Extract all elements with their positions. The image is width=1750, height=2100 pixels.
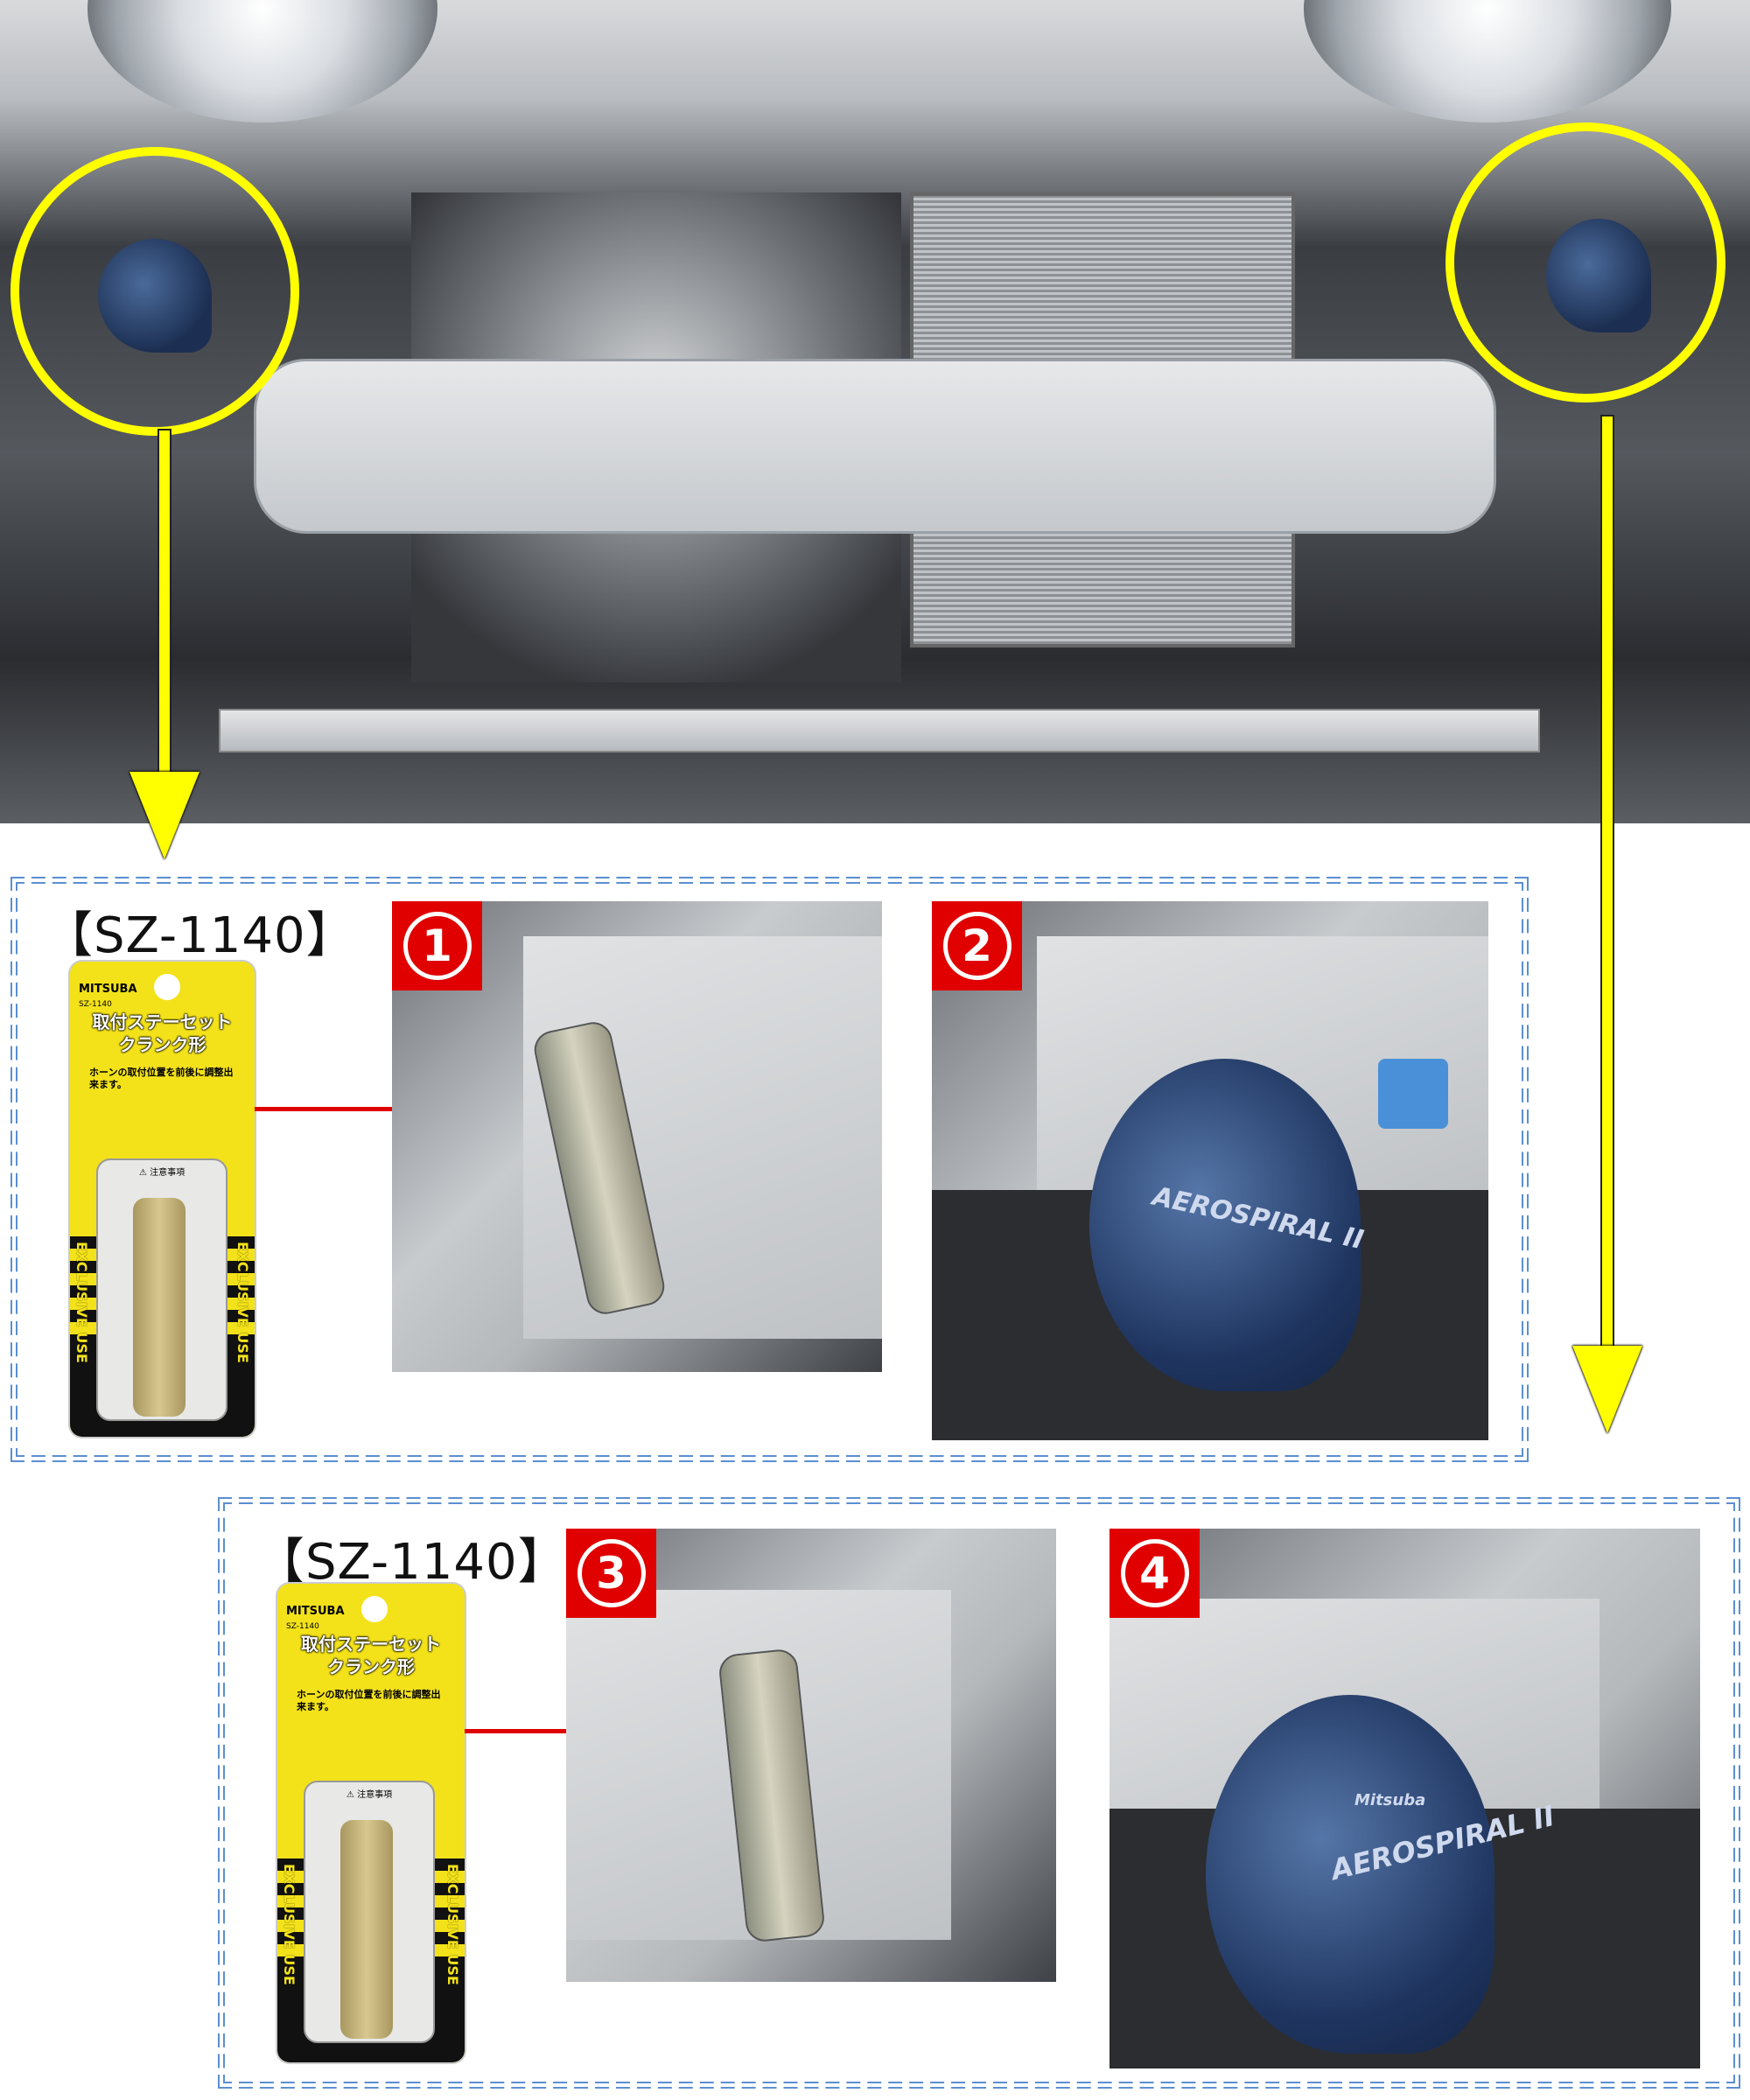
- stay-bracket: [340, 1820, 393, 2039]
- package-code: SZ-1140: [79, 1000, 112, 1009]
- part-code-label: 【SZ-1140】: [256, 1534, 568, 1591]
- step-badge-4: 4: [1110, 1529, 1200, 1618]
- package-code: SZ-1140: [286, 1622, 319, 1631]
- package-side-text: EXCLUSIVE USE: [74, 1242, 90, 1363]
- product-package: MITSUBA SZ-1140 取付ステーセット クランク形 ホーンの取付位置を…: [70, 962, 255, 1437]
- package-brand: MITSUBA: [79, 983, 137, 996]
- package-description: ホーンの取付位置を前後に調整出来ます。: [297, 1689, 441, 1712]
- stay-bracket: [133, 1198, 186, 1417]
- step-badge-2: 2: [932, 901, 1022, 990]
- yellow-arrow-right-shaft: [1600, 415, 1614, 1351]
- product-package: MITSUBA SZ-1140 取付ステーセット クランク形 ホーンの取付位置を…: [277, 1584, 465, 2062]
- package-description: ホーンの取付位置を前後に調整出来ます。: [89, 1067, 234, 1090]
- horn: AEROSPIRAL II: [1089, 1059, 1366, 1391]
- package-caution: ⚠ 注意事項: [346, 1790, 393, 1800]
- right-headlight: [1304, 0, 1671, 122]
- horn: Mitsuba AEROSPIRAL II: [1206, 1695, 1558, 2054]
- package-subtitle: クランク形: [327, 1656, 415, 1677]
- step-badge-3: 3: [566, 1529, 656, 1618]
- yellow-arrow-left-head: [130, 772, 200, 859]
- lower-bar: [219, 709, 1540, 752]
- step-badge-1: 1: [392, 901, 482, 990]
- left-horn-highlight-circle: [10, 147, 299, 436]
- yellow-arrow-left-shaft: [158, 429, 172, 779]
- front-crossmember: [254, 359, 1496, 534]
- left-horn-steps-box: [10, 877, 1529, 1462]
- left-headlight: [88, 0, 438, 122]
- horn-maker: Mitsuba: [1354, 1791, 1426, 1810]
- yellow-arrow-right-head: [1572, 1346, 1642, 1433]
- package-side-text: EXCLUSIVE USE: [444, 1864, 461, 1985]
- part-code-label: 【SZ-1140】: [44, 907, 356, 964]
- left-horn: [98, 239, 212, 353]
- package-subtitle: クランク形: [118, 1034, 206, 1055]
- package-side-text: EXCLUSIVE USE: [234, 1242, 251, 1363]
- package-caution: ⚠ 注意事項: [138, 1168, 186, 1178]
- connector: [1378, 1059, 1448, 1129]
- step-2-photo: AEROSPIRAL II: [932, 901, 1488, 1440]
- right-horn-highlight-circle: [1446, 122, 1726, 402]
- horn-logo: AEROSPIRAL II: [1150, 1180, 1367, 1256]
- step-4-photo: Mitsuba AEROSPIRAL II: [1110, 1529, 1700, 2068]
- package-title: 取付ステーセット: [92, 1012, 233, 1032]
- package-side-text: EXCLUSIVE USE: [281, 1864, 298, 1985]
- car-front-photo: [0, 0, 1750, 823]
- right-horn-steps-box: [218, 1497, 1740, 2089]
- right-horn: [1546, 219, 1651, 332]
- package-brand: MITSUBA: [286, 1605, 345, 1618]
- package-title: 取付ステーセット: [301, 1634, 441, 1655]
